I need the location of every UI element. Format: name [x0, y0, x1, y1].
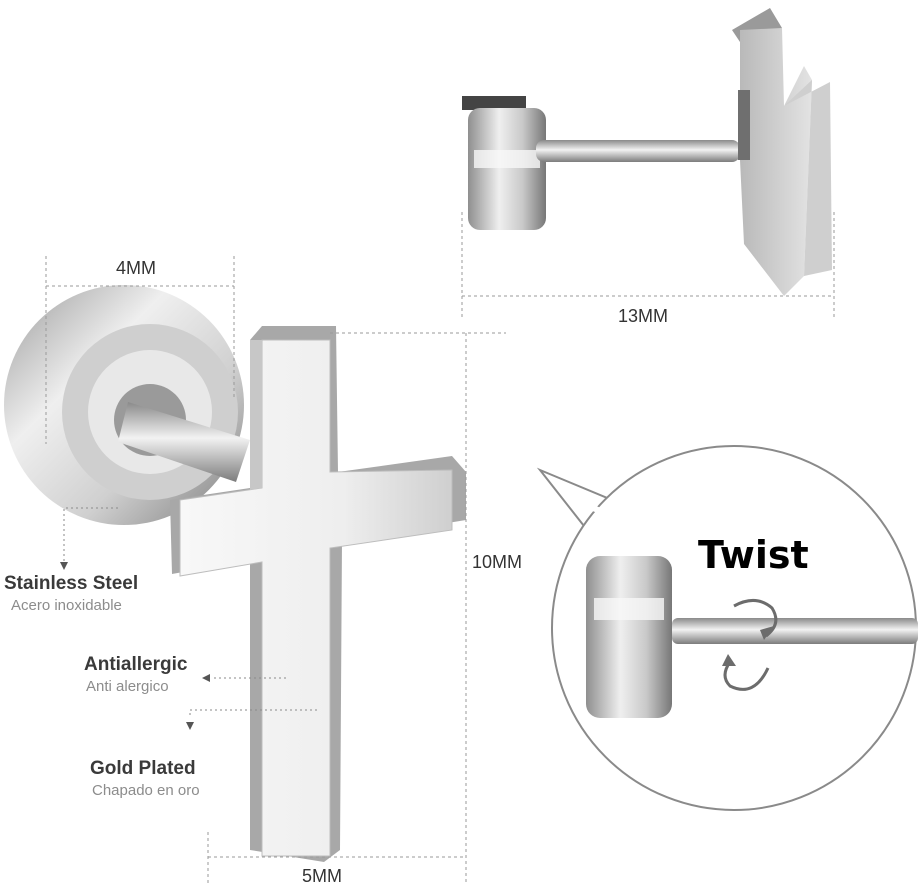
- cross-front: [170, 326, 466, 862]
- material-sub-antiallergic: Anti alergico: [86, 678, 169, 695]
- material-sub-gold-plated: Chapado en oro: [92, 782, 200, 799]
- twist-callout: [536, 445, 918, 811]
- side-view-earring: [462, 8, 832, 296]
- post-rod: [118, 402, 250, 482]
- back-disc: [4, 285, 244, 525]
- material-sub-stainless-steel: Acero inoxidable: [11, 597, 122, 614]
- top-width-label: 4MM: [116, 258, 156, 278]
- material-label-antiallergic: Antiallergic: [84, 654, 188, 675]
- pointer-arrowheads: [60, 562, 210, 730]
- material-pointers: [63, 507, 320, 715]
- height-guide: [330, 332, 506, 885]
- length-guide: [461, 212, 835, 318]
- twist-label: Twist: [698, 533, 809, 577]
- material-label-stainless-steel: Stainless Steel: [4, 573, 139, 594]
- cross-height-label: 10MM: [472, 552, 523, 572]
- material-label-gold-plated: Gold Plated: [90, 758, 196, 779]
- cross-width-label: 5MM: [302, 866, 342, 886]
- top-length-label: 13MM: [618, 306, 669, 326]
- width-guide-top: [45, 256, 235, 444]
- width-guide-bottom: [207, 832, 466, 885]
